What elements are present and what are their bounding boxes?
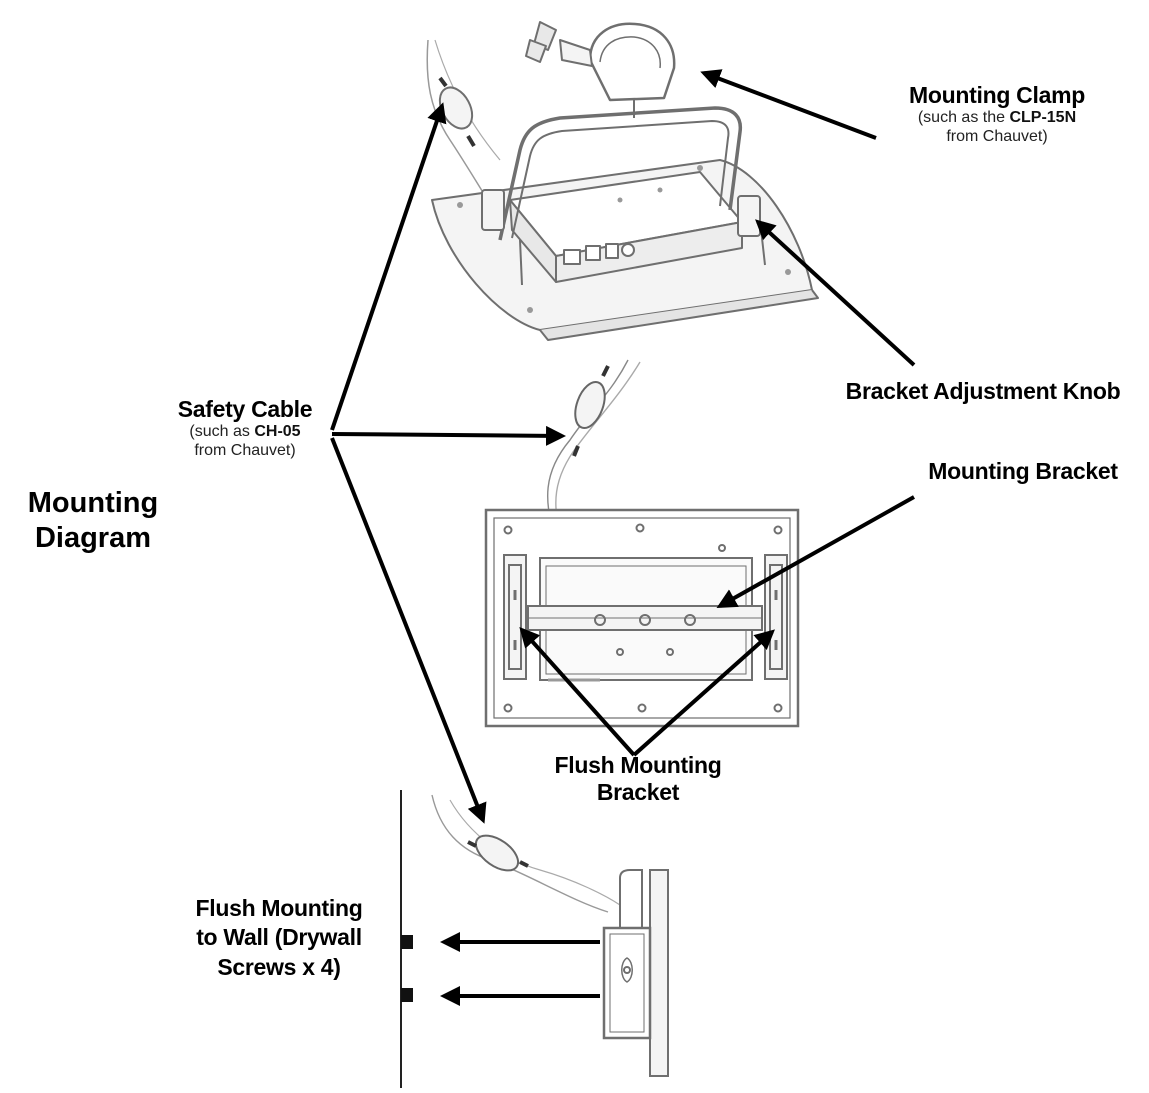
label-mounting-clamp-sub2: from Chauvet)	[946, 128, 1048, 145]
arrow-flush-bracket-left	[519, 627, 636, 757]
arrow-to-mounting-bracket	[716, 495, 915, 608]
label-flush-mounting-to-wall: Flush Mounting to Wall (Drywall Screws x…	[195, 895, 363, 980]
arrow-to-bracket-knob	[755, 219, 916, 367]
label-safety-cable-sub1: (such as CH-05	[189, 423, 301, 441]
mounting-clamp-drawing	[525, 21, 676, 118]
label-safety-cable: Safety Cable (such as CH-05 from Chauvet…	[158, 396, 332, 461]
arrow-safety-cable-top	[330, 102, 447, 431]
arrow-to-clamp	[700, 69, 877, 140]
label-flush-mounting-bracket: Flush Mounting Bracket	[554, 752, 722, 806]
flush-bracket-side	[602, 926, 652, 1040]
cable-sleeve-bottom	[474, 834, 520, 872]
label-safety-cable-head: Safety Cable	[177, 396, 313, 422]
arrow-flush-bracket-right	[632, 629, 775, 757]
arrow-safety-cable-middle	[331, 425, 566, 446]
drywall-screw-upper	[401, 935, 413, 949]
diagram-title-line1: Mounting	[27, 487, 159, 519]
label-mounting-clamp-sub1: (such as the CLP-15N	[917, 109, 1077, 127]
label-bracket-adjustment-knob: Bracket Adjustment Knob	[845, 378, 1121, 404]
callout-arrows	[330, 69, 916, 1006]
fixture-yoke-bracket	[498, 106, 743, 241]
label-mounting-bracket: Mounting Bracket	[928, 458, 1118, 484]
diagram-title: Mounting Diagram	[8, 486, 178, 556]
wall-mount-drawing	[400, 790, 669, 1088]
diagram-title-line2: Diagram	[34, 521, 152, 554]
drywall-screw-lower	[401, 988, 413, 1002]
label-safety-cable-sub2: from Chauvet)	[194, 442, 296, 459]
top-fixture-drawing	[426, 21, 819, 341]
arrow-safety-cable-bottom	[330, 437, 487, 824]
label-mounting-clamp-head: Mounting Clamp	[909, 82, 1085, 108]
cable-sleeve-middle	[574, 381, 606, 429]
label-mounting-clamp: Mounting Clamp (such as the CLP-15N from…	[872, 82, 1122, 147]
front-fixture-drawing	[484, 508, 800, 728]
flush-bracket-left	[503, 554, 527, 680]
